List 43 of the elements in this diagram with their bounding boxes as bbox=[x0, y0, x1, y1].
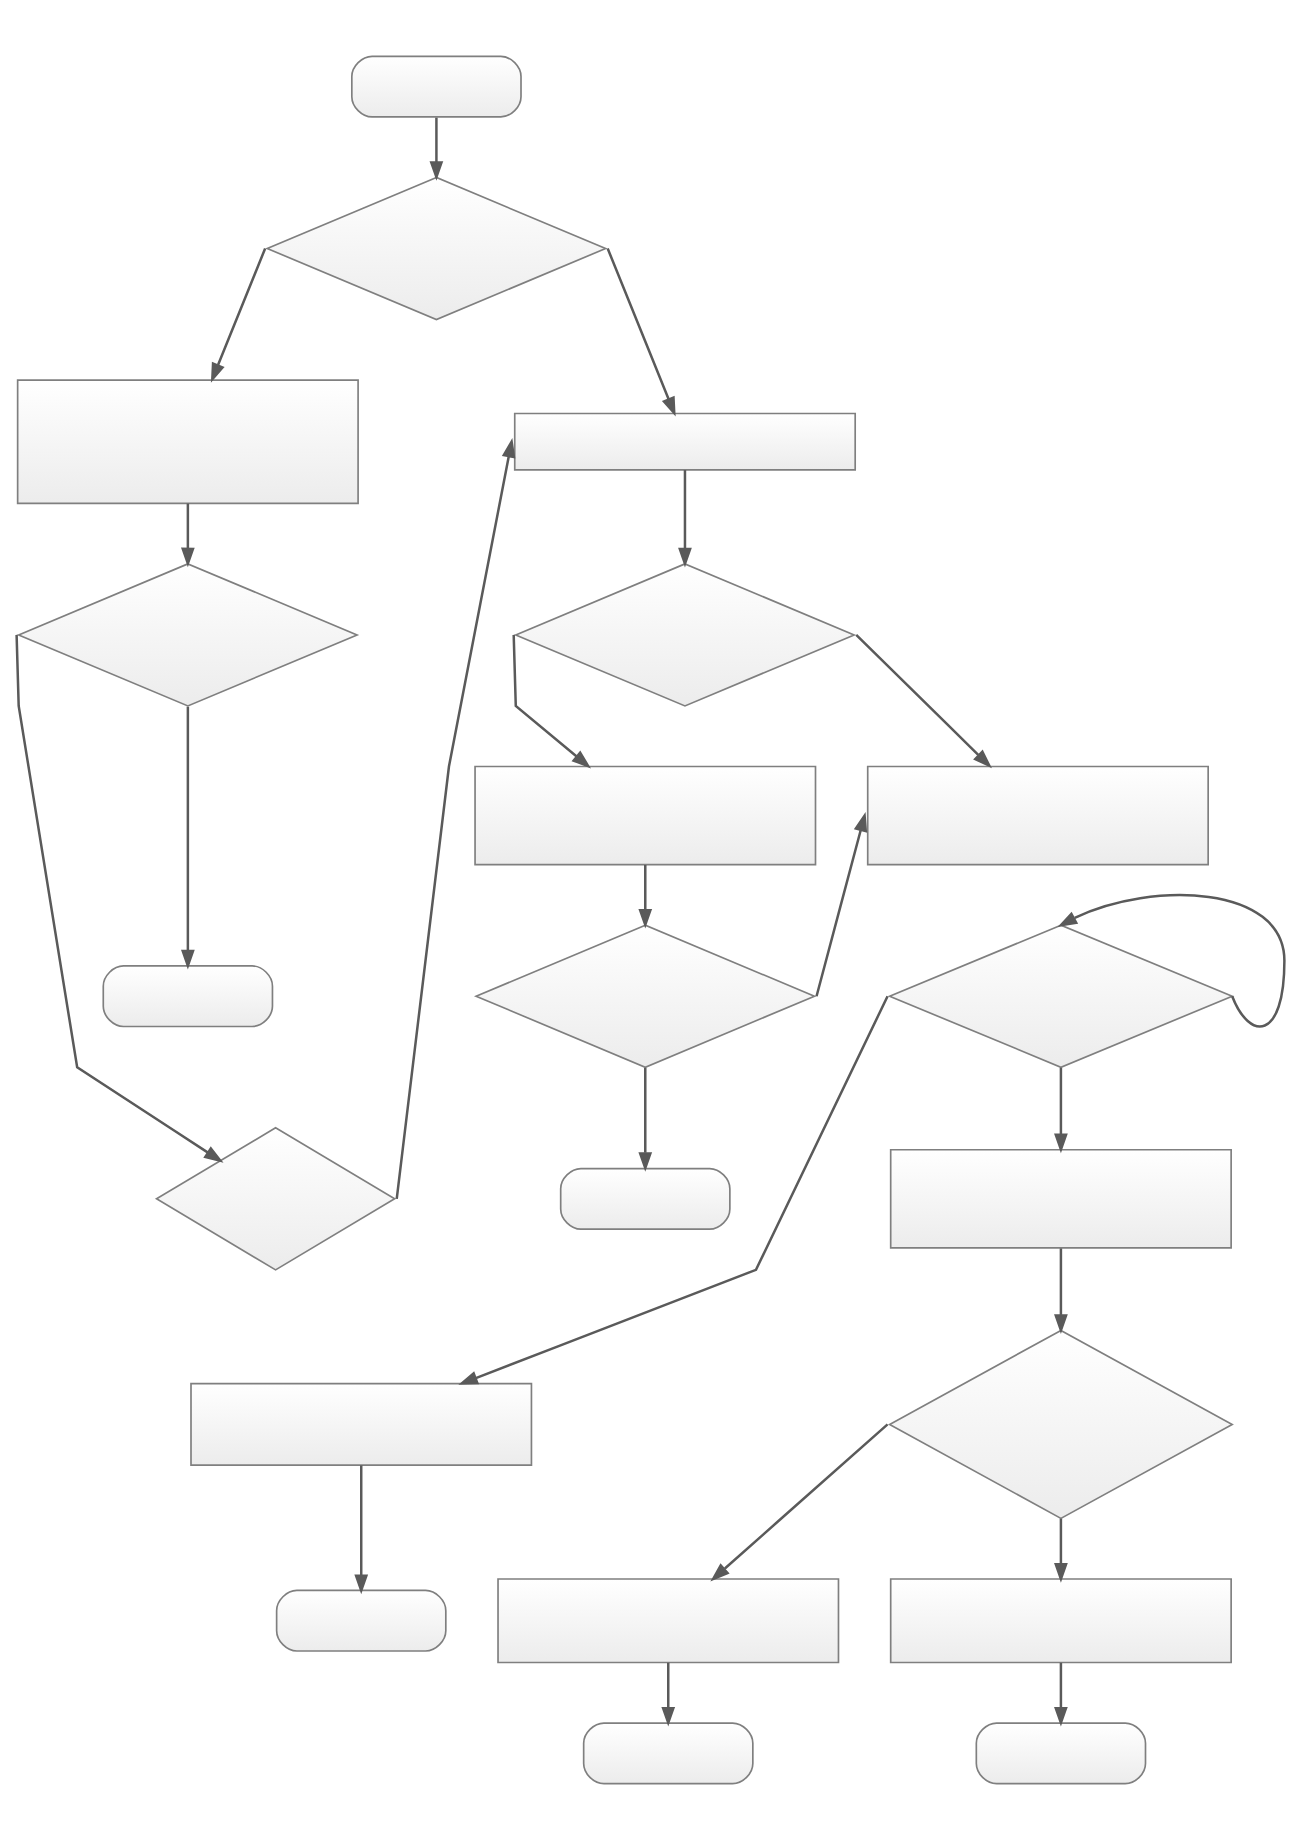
arrow bbox=[710, 1423, 889, 1582]
node-box bbox=[513, 412, 857, 471]
arrow bbox=[395, 437, 516, 1199]
node-box bbox=[889, 1578, 1232, 1664]
arrow bbox=[661, 1662, 676, 1727]
node-oval bbox=[582, 1722, 754, 1785]
arrow bbox=[458, 995, 889, 1385]
node-box bbox=[497, 1578, 840, 1664]
node-oval bbox=[975, 1722, 1147, 1785]
node-diamond bbox=[154, 1126, 397, 1271]
node-box bbox=[866, 765, 1209, 866]
arrow bbox=[429, 117, 444, 181]
node-oval bbox=[275, 1589, 447, 1652]
arrow bbox=[181, 706, 195, 970]
node-oval bbox=[351, 55, 522, 118]
node-oval bbox=[102, 965, 274, 1028]
arrow bbox=[1054, 1067, 1068, 1154]
arrow bbox=[1057, 893, 1286, 1028]
arrow bbox=[815, 811, 868, 997]
node-diamond bbox=[16, 563, 360, 707]
node-oval bbox=[559, 1167, 731, 1230]
arrow bbox=[638, 864, 653, 929]
node-box bbox=[889, 1148, 1232, 1249]
node-diamond bbox=[887, 1329, 1234, 1520]
arrow bbox=[1054, 1248, 1068, 1335]
arrow bbox=[210, 248, 267, 383]
node-box bbox=[16, 379, 359, 505]
arrow bbox=[606, 248, 676, 417]
arrow bbox=[15, 634, 224, 1163]
arrow bbox=[1054, 1662, 1068, 1727]
node-diamond bbox=[887, 924, 1235, 1069]
arrow bbox=[1054, 1518, 1068, 1583]
arrow bbox=[678, 470, 692, 568]
node-diamond bbox=[265, 176, 608, 321]
arrow bbox=[638, 1067, 653, 1172]
node-diamond bbox=[473, 924, 817, 1069]
arrow bbox=[855, 634, 992, 769]
arrow bbox=[354, 1465, 369, 1595]
node-diamond bbox=[513, 563, 857, 707]
arrow bbox=[512, 634, 592, 769]
node-box bbox=[190, 1382, 533, 1466]
arrow bbox=[181, 503, 195, 568]
node-box bbox=[474, 765, 817, 866]
